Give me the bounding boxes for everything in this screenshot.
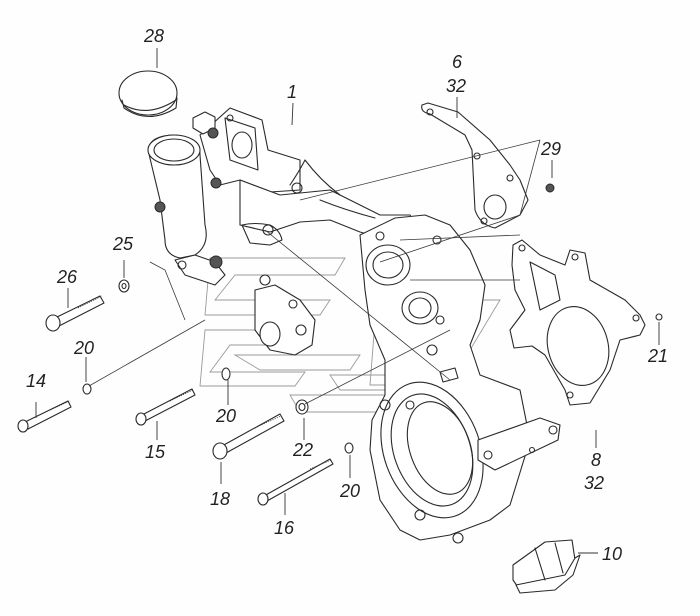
callout-6-qty-32: 32 bbox=[446, 76, 466, 96]
part-28-cap bbox=[118, 70, 178, 118]
bolt-14 bbox=[17, 400, 72, 433]
callout-14: 14 bbox=[26, 371, 46, 391]
callout-26: 21 bbox=[647, 346, 668, 366]
washer-20-center bbox=[221, 367, 231, 381]
callout-29: 29 bbox=[540, 139, 561, 159]
callout-25: 26 bbox=[56, 267, 78, 287]
part-6-gasket bbox=[421, 102, 529, 229]
callout-16: 16 bbox=[274, 518, 295, 538]
bolt-18 bbox=[212, 413, 285, 460]
callout-20-right: 20 bbox=[339, 481, 360, 501]
leader-lines bbox=[35, 48, 660, 554]
assembly-lines bbox=[88, 139, 541, 405]
bolt-16 bbox=[257, 458, 334, 506]
bolt-25 bbox=[45, 295, 105, 332]
washer-22 bbox=[295, 399, 309, 415]
callout-15: 15 bbox=[145, 442, 166, 462]
part-8-gasket bbox=[509, 239, 646, 406]
callout-6: 6 bbox=[452, 52, 463, 72]
bolt-15 bbox=[135, 388, 196, 426]
callout-21: 25 bbox=[112, 234, 134, 254]
part-1-housing bbox=[147, 107, 421, 356]
washer-20-left bbox=[82, 383, 92, 395]
callout-1: 1 bbox=[287, 82, 297, 102]
callout-18: 18 bbox=[210, 489, 230, 509]
washer-20-right bbox=[344, 442, 354, 454]
callout-8-qty-32: 32 bbox=[584, 473, 604, 493]
callout-20-left: 20 bbox=[73, 338, 94, 358]
callout-28: 28 bbox=[143, 26, 164, 46]
part-10-seal bbox=[512, 539, 581, 594]
plug-26 bbox=[655, 313, 663, 321]
nut-29 bbox=[545, 183, 555, 193]
timing-housing bbox=[359, 214, 561, 544]
callouts: 28 1 6 32 29 25 26 20 14 15 20 18 22 20 … bbox=[26, 26, 668, 564]
washer-21 bbox=[118, 279, 130, 293]
callout-8: 8 bbox=[591, 450, 601, 470]
callout-20-center: 20 bbox=[215, 406, 236, 426]
callout-22: 22 bbox=[292, 440, 313, 460]
callout-10: 10 bbox=[602, 544, 622, 564]
